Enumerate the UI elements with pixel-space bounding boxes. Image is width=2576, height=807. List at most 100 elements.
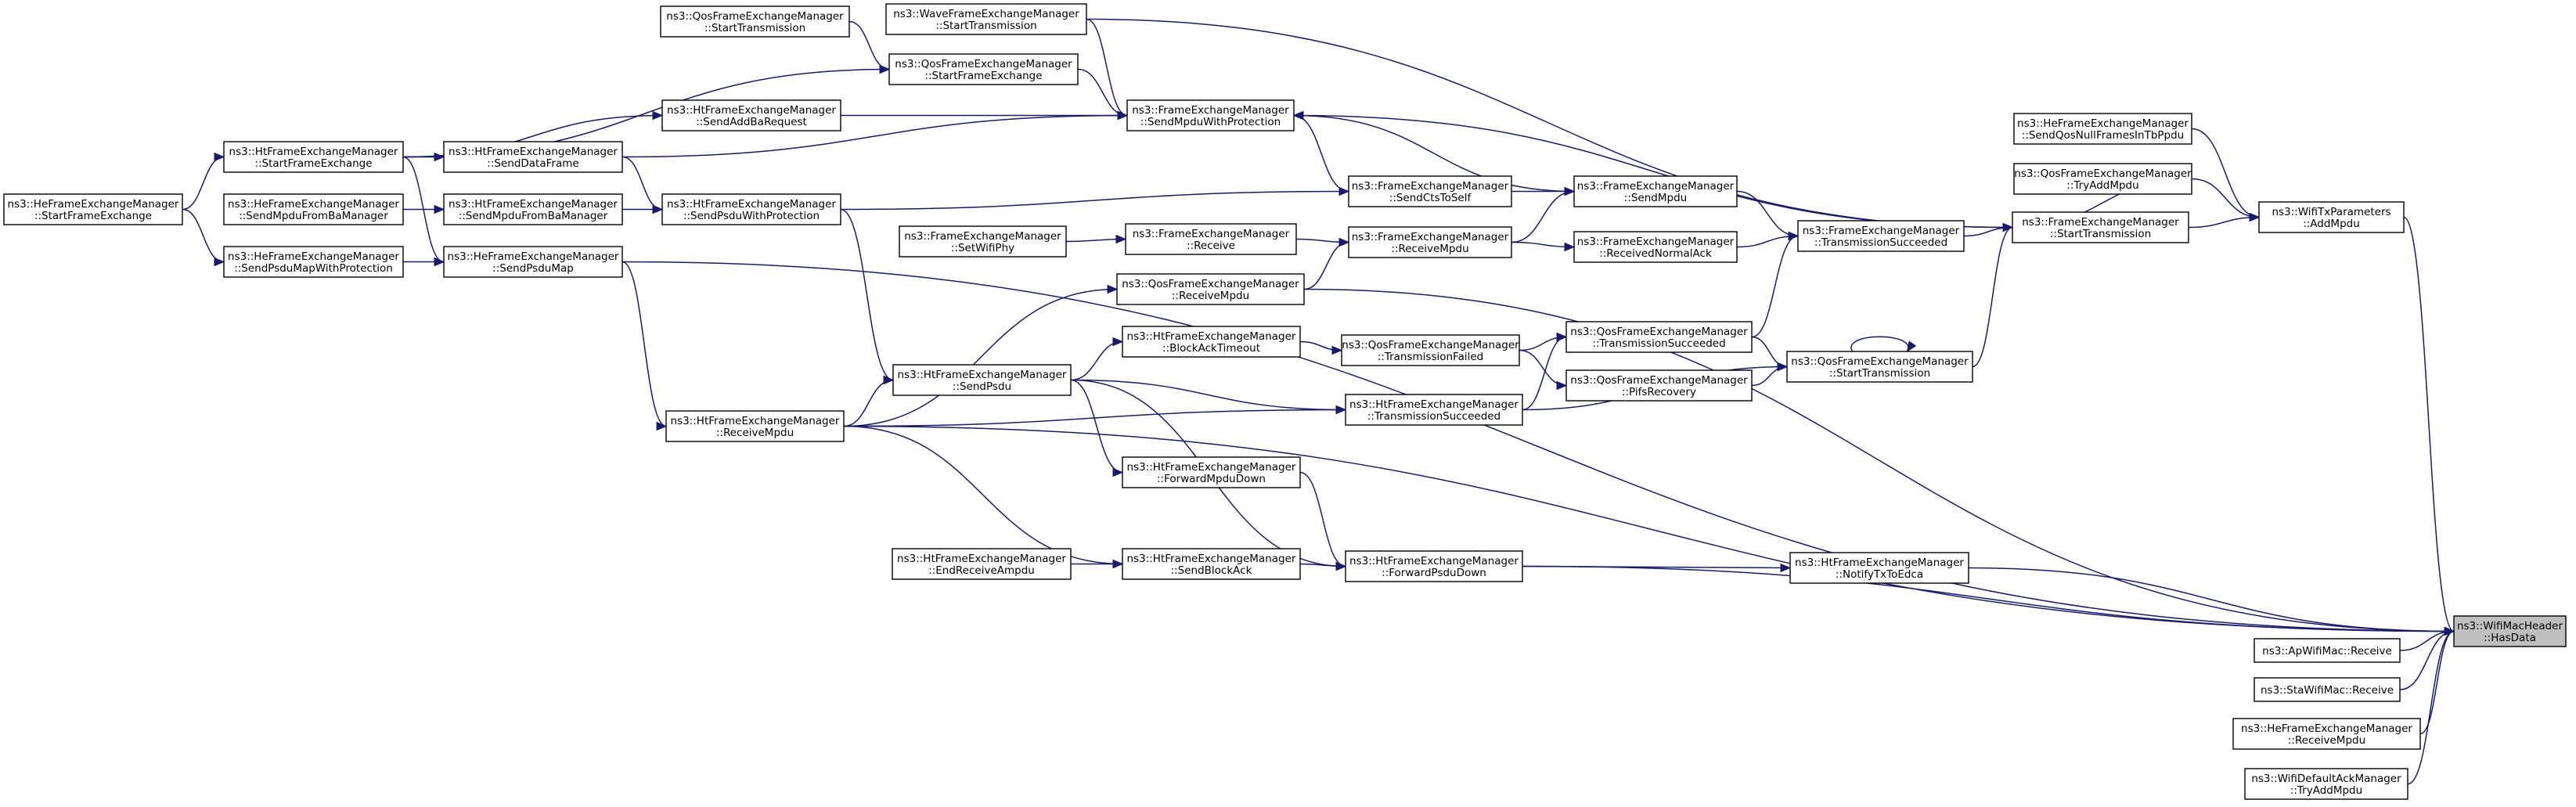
edge-he-startfe-to-he-sendmapprot: [182, 208, 225, 263]
node-ht-sendba[interactable]: ns3::HtFrameExchangeManager::SendBlockAc…: [1122, 548, 1301, 580]
edge-ht-senddata-to-fem-sendprot: [621, 114, 1128, 158]
node-ht-sendfromba[interactable]: ns3::HtFrameExchangeManager::SendMpduFro…: [443, 193, 623, 225]
node-label: ::SendMpdu: [1624, 192, 1687, 204]
node-he-sendqos[interactable]: ns3::HeFrameExchangeManager::SendQosNull…: [2013, 113, 2192, 145]
node-box: [1122, 548, 1301, 580]
node-box: [2258, 201, 2405, 233]
edge-arrowhead: [1780, 563, 1792, 573]
node-ht-recvmpdu[interactable]: ns3::HtFrameExchangeManager::ReceiveMpdu: [665, 410, 845, 442]
node-label: ::StartFrameExchange: [34, 210, 152, 222]
node-ht-startfe[interactable]: ns3::HtFrameExchangeManager::StartFrameE…: [223, 141, 404, 173]
node-label: ::BlockAckTimeout: [1162, 342, 1260, 355]
node-ht-txsucc[interactable]: ns3::HtFrameExchangeManager::Transmissio…: [1345, 394, 1523, 426]
node-label: ::EndReceiveAmpdu: [928, 564, 1035, 577]
node-label: ::SendMpduFromBaManager: [239, 210, 388, 222]
node-box: [2012, 211, 2189, 243]
nodes-layer: ns3::WifiMacHeader::HasDatans3::ApWifiMa…: [3, 3, 2567, 800]
node-label: ns3::QosFrameExchangeManager: [1570, 326, 1748, 338]
node-box: [1122, 326, 1301, 358]
node-wave-start[interactable]: ns3::WaveFrameExchangeManager::StartTran…: [885, 3, 1087, 35]
edge-qos-startfe-to-fem-sendprot: [1077, 68, 1128, 117]
edge-ht-sendpsdu-to-ht-fwdmpdu: [1070, 379, 1123, 474]
node-ht-sendpsduprot[interactable]: ns3::HtFrameExchangeManager::SendPsduWit…: [661, 193, 841, 225]
node-ht-fwdmpdu[interactable]: ns3::HtFrameExchangeManager::ForwardMpdu…: [1122, 456, 1301, 488]
node-label: ::ForwardPsduDown: [1382, 567, 1486, 579]
node-qos-pifs[interactable]: ns3::QosFrameExchangeManager::PifsRecove…: [1565, 369, 1753, 402]
node-label: ns3::HtFrameExchangeManager: [667, 198, 836, 211]
edge-arrowhead: [1335, 561, 1347, 571]
node-fem-receive[interactable]: ns3::FrameExchangeManager::Receive: [1125, 223, 1297, 255]
node-box: [888, 53, 1079, 85]
node-ht-endrecv[interactable]: ns3::HtFrameExchangeManager::EndReceiveA…: [892, 548, 1072, 580]
node-he-recvmpdu[interactable]: ns3::HeFrameExchangeManager::ReceiveMpdu: [2232, 718, 2421, 750]
node-label: ns3::QosFrameExchangeManager: [1570, 374, 1748, 387]
edge-ht-sendpsduprot-to-fem-sendcts: [840, 190, 1349, 211]
node-ht-bato[interactable]: ns3::HtFrameExchangeManager::BlockAckTim…: [1122, 326, 1301, 358]
node-box: [1348, 226, 1512, 258]
node-he-sendfromba[interactable]: ns3::HeFrameExchangeManager::SendMpduFro…: [223, 193, 404, 225]
node-qos-txsucc[interactable]: ns3::QosFrameExchangeManager::Transmissi…: [1565, 321, 1753, 353]
node-label: ns3::HeFrameExchangeManager: [228, 198, 399, 211]
node-ht-fwdpsdu[interactable]: ns3::HtFrameExchangeManager::ForwardPsdu…: [1345, 550, 1523, 582]
node-qos-tryadd[interactable]: ns3::QosFrameExchangeManager::TryAddMpdu: [2013, 163, 2192, 195]
node-label: ns3::HeFrameExchangeManager: [448, 250, 619, 263]
node-label: ::SendAddBaRequest: [696, 116, 807, 128]
node-label: ns3::HeFrameExchangeManager: [2017, 117, 2189, 130]
node-label: ns3::FrameExchangeManager: [1352, 231, 1509, 243]
node-qos-startfe[interactable]: ns3::QosFrameExchangeManager::StartFrame…: [888, 53, 1079, 85]
node-txparams-add[interactable]: ns3::WifiTxParameters::AddMpdu: [2258, 201, 2405, 233]
node-box: [2013, 163, 2192, 195]
node-label: ::StartFrameExchange: [254, 157, 372, 170]
edge-wdam-tryadd-to-target: [2407, 630, 2455, 785]
node-target[interactable]: ns3::WifiMacHeader::HasData: [2453, 615, 2567, 647]
node-label: ns3::HtFrameExchangeManager: [1127, 461, 1296, 474]
edge-arrowhead: [1115, 234, 1127, 244]
node-qos-txfail[interactable]: ns3::QosFrameExchangeManager::Transmissi…: [1341, 334, 1520, 366]
node-he-startfe[interactable]: ns3::HeFrameExchangeManager::StartFrameE…: [3, 193, 183, 225]
node-qos-start2[interactable]: ns3::QosFrameExchangeManager::StartTrans…: [660, 5, 850, 38]
node-fem-txsucc[interactable]: ns3::FrameExchangeManager::TransmissionS…: [1797, 220, 1965, 252]
node-box: [899, 225, 1067, 258]
node-label: ::SendQosNullFramesInTbPpdu: [2022, 129, 2184, 142]
node-ht-senddata[interactable]: ns3::HtFrameExchangeManager::SendDataFra…: [443, 141, 623, 173]
node-he-sendpsdumap[interactable]: ns3::HeFrameExchangeManager::SendPsduMap: [443, 246, 623, 278]
node-ap-recv[interactable]: ns3::ApWifiMac::Receive: [2254, 638, 2401, 663]
node-sta-recv[interactable]: ns3::StaWifiMac::Receive: [2254, 677, 2401, 702]
node-label: ::TransmissionSucceeded: [1814, 236, 1947, 249]
edge-ht-txsucc-to-qos-txsucc: [1522, 336, 1567, 411]
node-fem-sendmpdu[interactable]: ns3::FrameExchangeManager::SendMpdu: [1573, 175, 1738, 207]
edge-he-sendqos-to-txparams-add: [2191, 128, 2260, 218]
node-box: [1565, 369, 1753, 402]
edge-ht-senddata-to-ht-sendpsduprot: [621, 156, 663, 211]
edge-arrowhead: [1338, 186, 1350, 196]
node-label: ns3::QosFrameExchangeManager: [666, 10, 844, 23]
edge-arrowhead: [1112, 559, 1124, 569]
edge-qos-pifs-to-qos-start: [1751, 366, 1788, 387]
node-label: ns3::HeFrameExchangeManager: [228, 250, 399, 263]
node-fem-start[interactable]: ns3::FrameExchangeManager::StartTransmis…: [2012, 211, 2189, 243]
node-fem-setphy[interactable]: ns3::FrameExchangeManager::SetWifiPhy: [899, 225, 1067, 258]
node-label: ns3::HtFrameExchangeManager: [671, 415, 840, 427]
node-fem-sendprot[interactable]: ns3::FrameExchangeManager::SendMpduWithP…: [1126, 99, 1295, 131]
node-label: ::SendMpduWithProtection: [1140, 116, 1281, 128]
node-wdam-tryadd[interactable]: ns3::WifiDefaultAckManager::TryAddMpdu: [2244, 768, 2408, 800]
edge-arrowhead: [2444, 626, 2455, 636]
node-fem-recvmpdu[interactable]: ns3::FrameExchangeManager::ReceiveMpdu: [1348, 226, 1512, 258]
node-label: ::ReceiveMpdu: [1391, 243, 1468, 255]
node-fem-recvack[interactable]: ns3::FrameExchangeManager::ReceivedNorma…: [1573, 231, 1738, 263]
node-qos-recvmpdu[interactable]: ns3::QosFrameExchangeManager::ReceiveMpd…: [1116, 273, 1305, 305]
node-ht-notify[interactable]: ns3::HtFrameExchangeManager::NotifyTxToE…: [1789, 552, 1969, 584]
node-box: [1786, 351, 1973, 383]
edge-he-sendpsdumap-to-target: [621, 261, 2455, 632]
node-fem-sendcts[interactable]: ns3::FrameExchangeManager::SendCtsToSelf: [1348, 175, 1512, 207]
edge-arrowhead: [2249, 212, 2261, 222]
node-box: [1341, 334, 1520, 366]
node-ht-addba[interactable]: ns3::HtFrameExchangeManager::SendAddBaRe…: [661, 99, 841, 131]
edge-arrowhead: [214, 152, 225, 162]
node-he-sendmapprot[interactable]: ns3::HeFrameExchangeManager::SendPsduMap…: [223, 246, 404, 278]
node-ht-sendpsdu[interactable]: ns3::HtFrameExchangeManager::SendPsdu: [892, 364, 1072, 396]
node-box: [885, 3, 1087, 35]
node-label: ::AddMpdu: [2303, 218, 2360, 230]
node-qos-start[interactable]: ns3::QosFrameExchangeManager::StartTrans…: [1786, 351, 1973, 383]
node-box: [443, 246, 623, 278]
